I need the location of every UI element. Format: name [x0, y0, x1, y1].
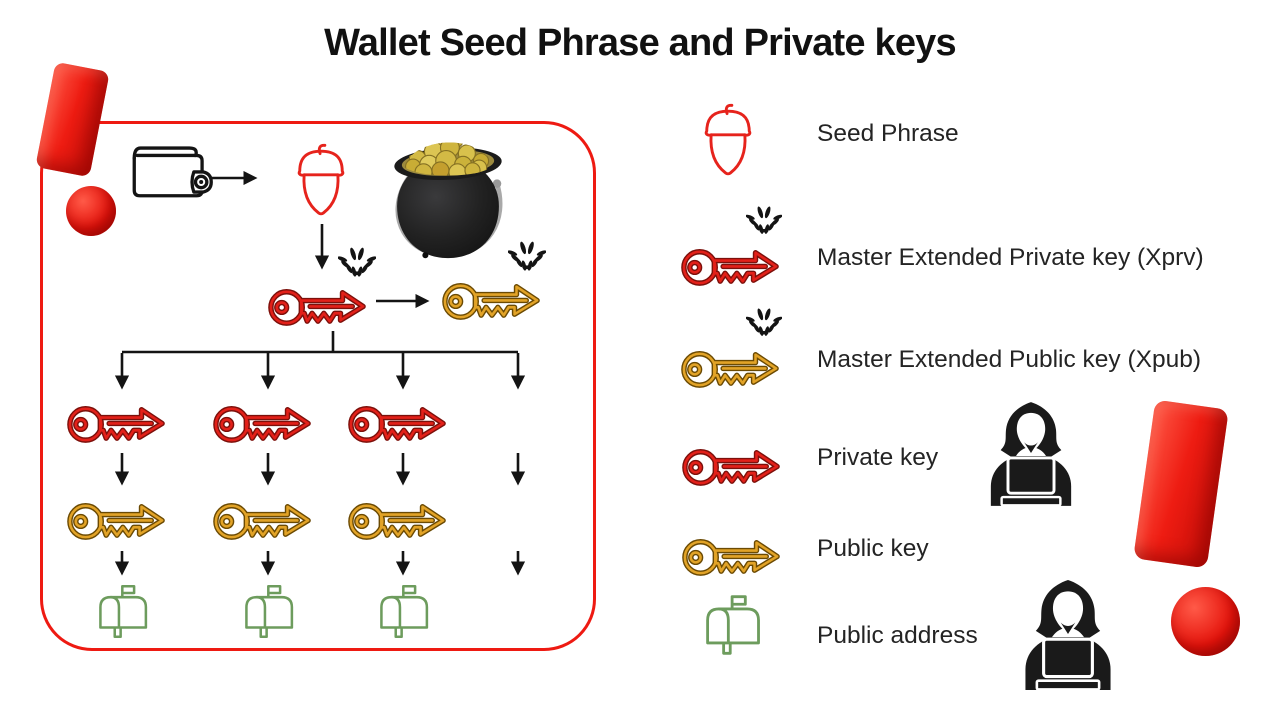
legend-public-key-icon	[680, 526, 782, 583]
wallet-icon	[132, 146, 213, 198]
private-key-icon	[70, 409, 162, 440]
public-key-icon	[216, 506, 308, 537]
legend-label-seed-phrase: Seed Phrase	[817, 120, 959, 147]
legend-private-key-icon	[680, 436, 782, 493]
laurel-wreath-icon	[508, 241, 546, 272]
laurel-wreath-icon	[338, 247, 376, 278]
exclamation-dot-icon	[1171, 587, 1240, 656]
mailbox-icon	[380, 584, 429, 639]
legend-label-private-key: Private key	[817, 444, 939, 471]
public-key-icon	[70, 506, 162, 537]
hacker-icon	[1018, 580, 1118, 690]
laurel-wreath-icon	[746, 308, 782, 337]
derivation-diagram	[40, 120, 546, 639]
master-private-key-icon	[271, 292, 363, 323]
diagram-connectors	[114, 170, 526, 576]
exclamation-dot-icon	[66, 186, 116, 236]
wallet-boundary-box	[40, 121, 596, 651]
legend-acorn-seed-icon	[697, 102, 759, 185]
pot-of-gold-icon	[393, 133, 502, 259]
legend-label-public-key: Public key	[817, 535, 929, 562]
exclamation-bar-icon	[1133, 399, 1229, 569]
legend-master-public-key-icon	[679, 338, 781, 395]
private-key-icon	[216, 409, 308, 440]
legend-master-private-key-icon	[679, 236, 781, 293]
mailbox-icon	[99, 584, 148, 639]
legend-label-master-private-key: Master Extended Private key (Xprv)	[817, 244, 1204, 271]
mailbox-icon	[245, 584, 294, 639]
legend-label-master-public-key: Master Extended Public key (Xpub)	[817, 346, 1202, 373]
public-key-icon	[351, 506, 443, 537]
private-key-icon	[351, 409, 443, 440]
legend-label-public-address: Public address	[817, 622, 978, 649]
master-public-key-icon	[445, 286, 537, 317]
page-title: Wallet Seed Phrase and Private keys	[324, 22, 957, 64]
legend-mailbox-icon	[698, 592, 770, 658]
laurel-wreath-icon	[746, 206, 782, 235]
hacker-icon	[984, 402, 1078, 506]
acorn-seed-icon	[297, 143, 345, 216]
